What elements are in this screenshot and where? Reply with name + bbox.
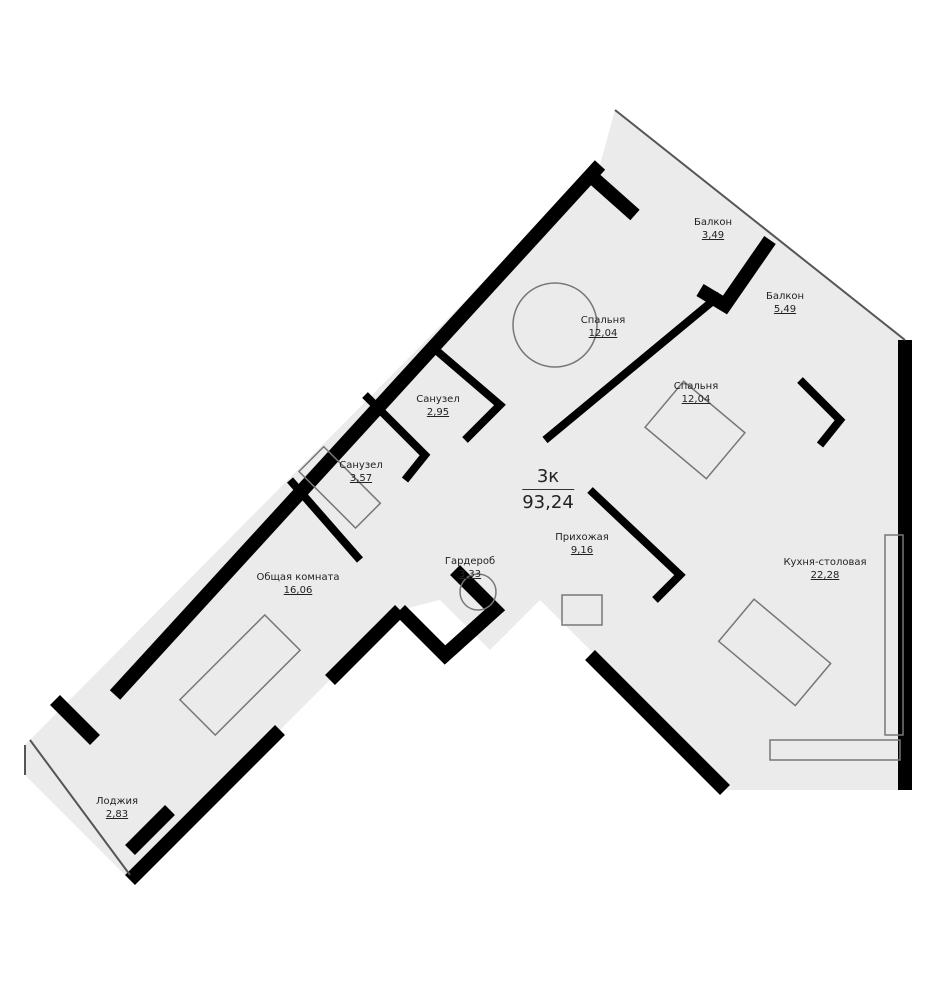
apartment-summary: 3к 93,24 <box>522 466 574 513</box>
floor-area <box>25 110 905 880</box>
inner-walls <box>286 291 846 603</box>
sofa <box>178 613 302 737</box>
glazing <box>24 109 906 876</box>
furniture <box>178 282 904 761</box>
outer-walls <box>50 160 912 885</box>
apartment-type: 3к <box>522 466 574 490</box>
kitchen-counter <box>884 534 904 736</box>
round-rug <box>512 282 598 368</box>
bathtub <box>297 445 382 530</box>
kitchen-bottom-counter <box>769 739 901 761</box>
wardrobe-rug <box>459 573 497 611</box>
bed <box>644 380 746 480</box>
dining-table <box>717 598 832 707</box>
shoe-bench <box>561 594 603 626</box>
total-area: 93,24 <box>522 492 574 513</box>
